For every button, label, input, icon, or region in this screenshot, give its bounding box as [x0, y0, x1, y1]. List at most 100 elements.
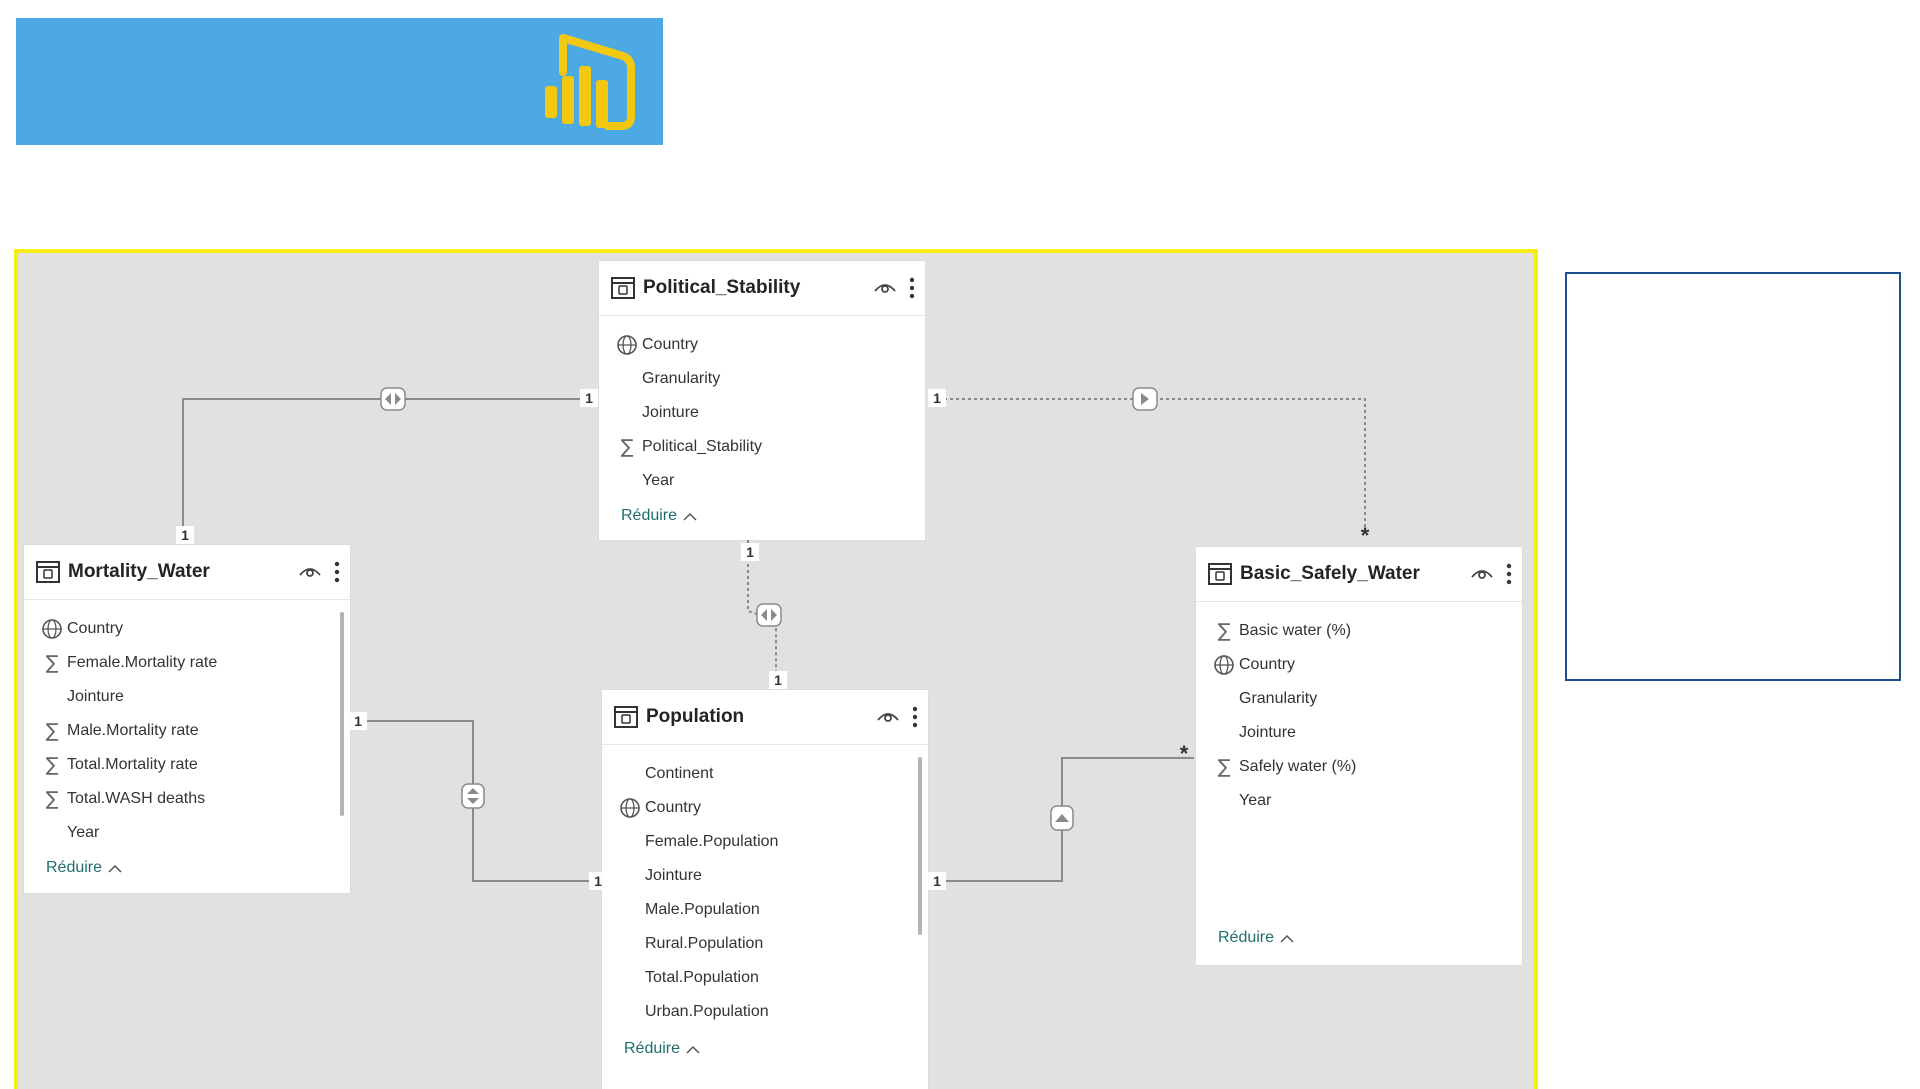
bidirectional-filter-icon	[756, 603, 782, 627]
field-row[interactable]: Country	[24, 612, 350, 646]
field-row[interactable]: Urban.Population	[602, 995, 928, 1029]
field-label: Country	[642, 336, 699, 353]
field-label: Jointure	[1239, 724, 1296, 741]
cardinality-one-badge: 1	[580, 389, 598, 407]
globe-icon	[1196, 654, 1239, 676]
more-options-icon[interactable]	[334, 561, 340, 588]
collapse-label: Réduire	[46, 859, 103, 876]
field-row[interactable]: Jointure	[1196, 716, 1522, 750]
field-label: Year	[67, 824, 100, 841]
table-card-mortality-water[interactable]: Mortality_Water Country ∑Female.Mortalit…	[24, 545, 350, 893]
field-label: Continent	[645, 765, 714, 782]
relationship-line-ps-bsw[interactable]	[932, 398, 1366, 536]
more-options-icon[interactable]	[909, 277, 915, 304]
field-label: Female.Population	[645, 833, 779, 850]
field-row[interactable]: Rural.Population	[602, 927, 928, 961]
field-row[interactable]: Granularity	[1196, 682, 1522, 716]
cardinality-many-badge: *	[1179, 741, 1189, 766]
field-row[interactable]: Continent	[602, 757, 928, 791]
table-card-header[interactable]: Political_Stability	[599, 261, 925, 316]
globe-icon	[602, 797, 645, 819]
field-label: Female.Mortality rate	[67, 654, 218, 671]
cardinality-one-badge: 1	[741, 543, 759, 561]
cardinality-one-badge: 1	[176, 526, 194, 544]
field-label: Country	[645, 799, 702, 816]
table-card-political-stability[interactable]: Political_Stability Country Granularity …	[599, 261, 925, 540]
field-label: Country	[67, 620, 124, 637]
more-options-icon[interactable]	[1506, 563, 1512, 590]
visibility-eye-icon[interactable]	[876, 708, 900, 729]
field-label: Urban.Population	[645, 1003, 769, 1020]
field-row[interactable]: Country	[599, 328, 925, 362]
field-row[interactable]: Country	[602, 791, 928, 825]
table-card-population[interactable]: Population Continent Country Female.Popu…	[602, 690, 928, 1089]
table-title: Mortality_Water	[68, 561, 210, 582]
sigma-icon: ∑	[1217, 756, 1231, 778]
visibility-eye-icon[interactable]	[298, 563, 322, 584]
field-row[interactable]: ∑ Political_Stability	[599, 430, 925, 464]
field-row[interactable]: ∑Female.Mortality rate	[24, 646, 350, 680]
field-row[interactable]: ∑ Male.Mortality rate	[24, 714, 350, 748]
field-row[interactable]: Male.Population	[602, 893, 928, 927]
cardinality-one-badge: 1	[349, 712, 367, 730]
collapse-link[interactable]: Réduire	[599, 507, 697, 525]
cardinality-one-badge: 1	[928, 389, 946, 407]
field-label: Total.WASH deaths	[67, 790, 206, 807]
field-row[interactable]: ∑Total.WASH deaths	[24, 782, 350, 816]
table-title: Population	[646, 706, 745, 727]
table-card-basic-safely-water[interactable]: Basic_Safely_Water ∑ Basic water (%) Coun…	[1196, 547, 1522, 965]
field-row[interactable]: Total.Population	[602, 961, 928, 995]
field-row[interactable]: Country	[1196, 648, 1522, 682]
field-label: Jointure	[642, 404, 699, 421]
single-filter-icon	[1050, 805, 1074, 831]
collapse-link[interactable]: Réduire	[602, 1040, 700, 1058]
field-label: Jointure	[645, 867, 702, 884]
visibility-eye-icon[interactable]	[1470, 565, 1494, 586]
field-row[interactable]: ∑Safely water (%)	[1196, 750, 1522, 784]
empty-side-panel	[1565, 272, 1901, 681]
field-row[interactable]: Jointure	[602, 859, 928, 893]
sigma-icon: ∑	[1217, 620, 1231, 642]
field-row[interactable]: Jointure	[24, 680, 350, 714]
field-row[interactable]: Year	[24, 816, 350, 850]
table-icon	[36, 560, 60, 584]
collapse-link[interactable]: Réduire	[1196, 929, 1294, 947]
chevron-up-icon	[686, 1045, 700, 1054]
table-card-header[interactable]: Mortality_Water	[24, 545, 350, 600]
field-label: Year	[642, 472, 675, 489]
table-card-header[interactable]: Basic_Safely_Water	[1196, 547, 1522, 602]
relationship-lines	[182, 387, 1366, 882]
table-card-header[interactable]: Population	[602, 690, 928, 745]
field-row[interactable]: ∑ Basic water (%)	[1196, 614, 1522, 648]
field-label: Granularity	[642, 370, 721, 387]
bidirectional-filter-icon	[380, 387, 406, 411]
collapse-link[interactable]: Réduire	[24, 859, 122, 877]
relationship-line-ps-mw[interactable]	[182, 398, 594, 535]
field-row[interactable]: Jointure	[599, 396, 925, 430]
collapse-label: Réduire	[1218, 929, 1275, 946]
field-label: Male.Mortality rate	[67, 722, 199, 739]
collapse-label: Réduire	[624, 1040, 681, 1057]
field-label: Male.Population	[645, 901, 760, 918]
table-title: Basic_Safely_Water	[1240, 563, 1420, 584]
sigma-icon: ∑	[620, 436, 634, 458]
scrollbar[interactable]	[918, 757, 922, 935]
field-row[interactable]: Year	[1196, 784, 1522, 818]
cardinality-one-badge: 1	[769, 671, 787, 689]
table-icon	[614, 705, 638, 729]
chevron-up-icon	[683, 512, 697, 521]
more-options-icon[interactable]	[912, 706, 918, 733]
model-diagram-canvas[interactable]: 1 1 1 * 1 1 1 1 1 * Political_Stability …	[14, 249, 1538, 1089]
power-bi-logo-icon	[545, 34, 635, 130]
field-row[interactable]: Granularity	[599, 362, 925, 396]
scrollbar[interactable]	[340, 612, 344, 816]
field-label: Political_Stability	[642, 438, 763, 455]
field-label: Basic water (%)	[1239, 622, 1352, 639]
table-title: Political_Stability	[643, 277, 801, 298]
chevron-up-icon	[1280, 934, 1294, 943]
field-row[interactable]: Year	[599, 464, 925, 498]
visibility-eye-icon[interactable]	[873, 279, 897, 300]
field-row[interactable]: Female.Population	[602, 825, 928, 859]
field-row[interactable]: ∑Total.Mortality rate	[24, 748, 350, 782]
sigma-icon: ∑	[45, 720, 59, 742]
